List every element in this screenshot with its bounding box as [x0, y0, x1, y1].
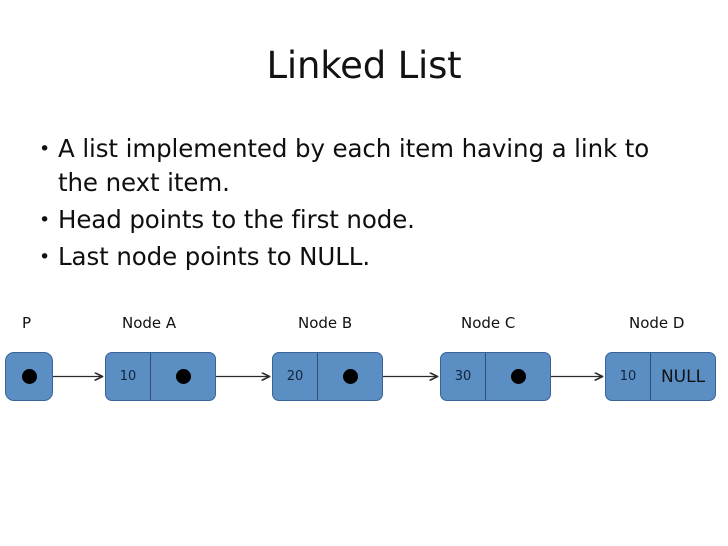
- caption-p: P: [22, 314, 32, 332]
- pointer-dot-icon: [342, 369, 358, 384]
- node-box-c: 30: [440, 352, 551, 401]
- list-item: • Last node points to NULL.: [36, 240, 696, 274]
- node-data-b: 20: [273, 353, 318, 400]
- caption-node-b: Node B: [298, 314, 353, 332]
- pointer-dot-icon: [175, 369, 191, 384]
- node-data-c: 30: [441, 353, 486, 400]
- node-box-d: 10 NULL: [605, 352, 716, 401]
- linked-list-diagram: P Node A Node B Node C Node D 10 20 30 1…: [0, 300, 728, 420]
- bullet-marker-icon: •: [39, 246, 51, 268]
- node-link-a: [151, 353, 215, 400]
- bullet-text: Head points to the first node.: [58, 205, 415, 234]
- node-data-a: 10: [106, 353, 151, 400]
- caption-node-a: Node A: [122, 314, 177, 332]
- head-pointer-box: [5, 352, 53, 401]
- pointer-dot-icon: [21, 369, 37, 384]
- page-title: Linked List: [266, 44, 462, 87]
- node-null-label: NULL: [660, 366, 706, 387]
- bullet-marker-icon: •: [39, 138, 51, 160]
- node-box-a: 10: [105, 352, 216, 401]
- bullet-list: • A list implemented by each item having…: [36, 132, 696, 277]
- pointer-dot-icon: [510, 369, 526, 384]
- bullet-text: A list implemented by each item having a…: [58, 134, 650, 197]
- node-link-b: [318, 353, 382, 400]
- caption-node-d: Node D: [629, 314, 685, 332]
- bullet-text: Last node points to NULL.: [58, 242, 371, 271]
- list-item: • Head points to the first node.: [36, 203, 696, 237]
- node-link-c: [486, 353, 550, 400]
- node-box-b: 20: [272, 352, 383, 401]
- bullet-marker-icon: •: [39, 209, 51, 231]
- caption-node-c: Node C: [461, 314, 516, 332]
- node-data-d: 10: [606, 353, 651, 400]
- list-item: • A list implemented by each item having…: [36, 132, 696, 200]
